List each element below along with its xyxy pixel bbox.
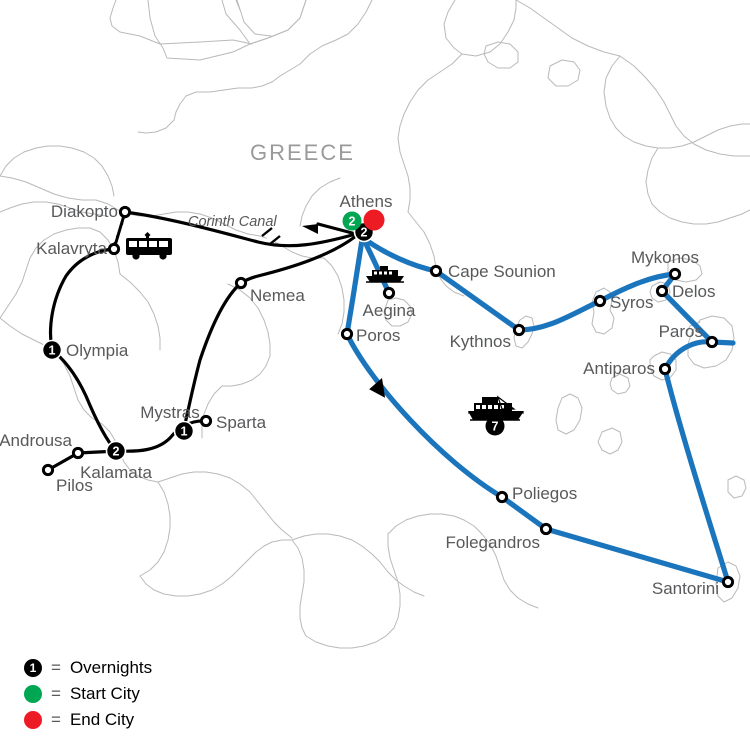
- overnights-badge-number: 1: [29, 661, 37, 675]
- bus-icon: [126, 232, 172, 260]
- overnight-count-mystras: 1: [181, 424, 188, 438]
- city-node-poliegos[interactable]: [495, 490, 509, 504]
- city-node-pilos[interactable]: [41, 463, 55, 477]
- city-label-kythnos: Kythnos: [450, 332, 511, 351]
- city-node-paros[interactable]: [705, 335, 719, 349]
- city-label-antiparos: Antiparos: [583, 359, 655, 378]
- end-city-dot-icon: [24, 711, 42, 729]
- legend-equals-1: =: [51, 684, 61, 703]
- start-city-badge-number: 2: [349, 215, 356, 229]
- direction-arrow-southeast: [369, 377, 386, 398]
- overnights-badge-icon: 1: [24, 659, 42, 677]
- city-label-diakopto: Diakopto: [51, 202, 118, 221]
- overnight-badge-kalamata[interactable]: [105, 440, 127, 462]
- city-node-androusa[interactable]: [71, 446, 85, 460]
- city-label-nemea: Nemea: [250, 286, 305, 305]
- city-label-olympia: Olympia: [66, 341, 129, 360]
- city-node-syros[interactable]: [593, 294, 607, 308]
- city-label-paros: Paros: [659, 322, 703, 341]
- start-city-dot-icon: [24, 685, 42, 703]
- city-label-santorini: Santorini: [652, 579, 719, 598]
- city-label-aegina: Aegina: [363, 301, 416, 320]
- country-label: GREECE: [250, 140, 355, 165]
- city-label-pilos: Pilos: [56, 476, 93, 495]
- city-label-poliegos: Poliegos: [512, 484, 577, 503]
- legend-equals-2: =: [51, 710, 61, 729]
- city-node-aegina[interactable]: [382, 286, 396, 300]
- legend-row-end-city: = End City: [24, 707, 152, 733]
- overnight-count-athens: 2: [361, 225, 368, 239]
- city-label-folegandros: Folegandros: [445, 533, 540, 552]
- city-label-poros: Poros: [356, 326, 400, 345]
- ferry-icon: [366, 266, 404, 283]
- overnight-badge-mystras[interactable]: [173, 420, 195, 442]
- city-labels-layer: DiakoptoKalavrytaOlympiaAndrousaPilosKal…: [0, 192, 719, 598]
- legend-equals-0: =: [51, 658, 61, 677]
- map-legend: 1 = Overnights = Start City = End City: [24, 655, 152, 733]
- city-label-delos: Delos: [672, 282, 715, 301]
- legend-label-start-city: Start City: [69, 684, 140, 703]
- city-label-kalamata: Kalamata: [80, 463, 152, 482]
- city-node-poros[interactable]: [340, 327, 354, 341]
- city-label-sparta: Sparta: [216, 413, 267, 432]
- overnight-badge-olympia[interactable]: [41, 339, 63, 361]
- city-node-kythnos[interactable]: [512, 323, 526, 337]
- legend-label-end-city: End City: [69, 710, 135, 729]
- overnight-count-kalamata: 2: [113, 444, 120, 458]
- city-node-sparta[interactable]: [199, 414, 213, 428]
- city-node-antiparos[interactable]: [658, 362, 672, 376]
- city-label-cape-sounion: Cape Sounion: [448, 262, 556, 281]
- corinth-canal-label: Corinth Canal: [188, 214, 277, 230]
- city-node-folegandros[interactable]: [539, 522, 553, 536]
- cruise-ship-icon: [468, 395, 524, 421]
- legend-row-overnights: 1 = Overnights: [24, 655, 152, 681]
- city-node-diakopto[interactable]: [118, 205, 132, 219]
- canal-break-marks: [261, 227, 281, 245]
- direction-arrow-west: [302, 224, 318, 234]
- city-node-santorini[interactable]: [721, 575, 735, 589]
- city-node-nemea[interactable]: [234, 276, 248, 290]
- city-label-mykonos: Mykonos: [631, 248, 699, 267]
- city-label-athens: Athens: [340, 192, 393, 211]
- sea-route-layer: [344, 237, 736, 585]
- end-city-marker[interactable]: [363, 209, 385, 231]
- city-label-syros: Syros: [610, 293, 653, 312]
- cruise-nights-badge: [485, 416, 505, 436]
- city-node-delos[interactable]: [655, 284, 669, 298]
- cruise-nights-value: 7: [492, 420, 499, 434]
- city-label-androusa: Androusa: [0, 431, 73, 450]
- city-label-mystras: Mystras: [140, 403, 200, 422]
- coastline-layer: [0, 0, 750, 649]
- city-label-kalavryta: Kalavryta: [36, 239, 107, 258]
- city-node-cape-sounion[interactable]: [429, 264, 443, 278]
- land-route-layer: [46, 210, 358, 472]
- city-node-mykonos[interactable]: [668, 267, 682, 281]
- legend-label-overnights: Overnights: [69, 658, 153, 677]
- start-city-marker[interactable]: [342, 211, 362, 231]
- overnight-count-olympia: 1: [49, 343, 56, 357]
- legend-row-start-city: = Start City: [24, 681, 152, 707]
- city-node-kalavryta[interactable]: [107, 242, 121, 256]
- start-end-markers: 2: [342, 209, 385, 231]
